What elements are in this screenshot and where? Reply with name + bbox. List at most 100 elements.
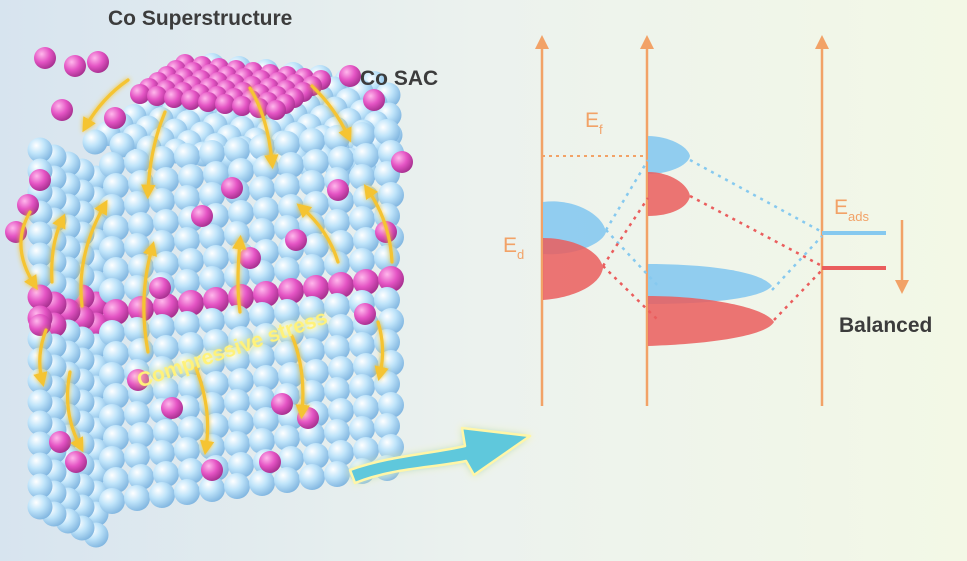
co-sac-label: Co SAC	[360, 67, 438, 90]
stress-arrow	[79, 199, 108, 308]
host-atom	[224, 137, 250, 163]
host-atom	[178, 416, 204, 442]
host-atom	[82, 129, 108, 155]
cobalt-sac-atom	[363, 89, 385, 111]
host-atom	[27, 221, 53, 247]
cobalt-atom	[27, 284, 53, 310]
host-atom	[274, 467, 300, 493]
host-atom	[27, 452, 53, 478]
cobalt-sac-atom	[221, 177, 243, 199]
cobalt-sac-atom	[191, 205, 213, 227]
host-atom	[353, 395, 379, 421]
cobalt-superstructure-atom	[164, 88, 184, 108]
host-atom	[324, 293, 350, 319]
cobalt-sac-atom	[17, 194, 39, 216]
host-atom	[378, 182, 404, 208]
host-atom	[224, 347, 250, 373]
cobalt-sac-atom	[64, 55, 86, 77]
host-atom	[153, 377, 179, 403]
host-atom	[99, 362, 125, 388]
stress-arrow	[296, 203, 340, 264]
stress-arrow	[19, 210, 38, 291]
host-atom	[249, 218, 275, 244]
host-atom	[299, 212, 325, 238]
host-atom	[224, 305, 250, 331]
balanced-label: Balanced	[839, 314, 932, 337]
host-atom	[274, 257, 300, 283]
host-atom	[299, 464, 325, 490]
host-atom	[253, 197, 279, 223]
cobalt-sac-atom	[51, 99, 73, 121]
cobalt-sac-atom	[271, 393, 293, 415]
host-atom	[374, 245, 400, 271]
host-atom	[149, 356, 175, 382]
host-atom	[228, 200, 254, 226]
cobalt-atom	[303, 275, 329, 301]
host-atom	[324, 251, 350, 277]
cobalt-sac-atom	[201, 459, 223, 481]
host-atom	[349, 374, 375, 400]
host-atom	[149, 482, 175, 508]
process-arrow-body	[348, 426, 532, 485]
host-atom	[324, 461, 350, 487]
cobalt-sac-atom	[327, 179, 349, 201]
host-atom	[278, 362, 304, 388]
cobalt-superstructure-atom	[130, 84, 150, 104]
cobalt-superstructure-atom	[266, 100, 286, 120]
adsorbate-red-upper-state	[648, 172, 690, 216]
host-atom	[353, 143, 379, 169]
stress-arrow	[310, 84, 352, 143]
host-atom	[324, 419, 350, 445]
host-atom	[103, 341, 129, 367]
host-atom	[27, 494, 53, 520]
connector-red	[689, 194, 823, 268]
host-atom	[174, 185, 200, 211]
host-atom	[174, 437, 200, 463]
cobalt-superstructure-atom	[198, 92, 218, 112]
host-atom	[103, 257, 129, 283]
cobalt-superstructure-atom	[232, 96, 252, 116]
host-atom	[199, 182, 225, 208]
host-atom	[199, 476, 225, 502]
host-atom	[353, 353, 379, 379]
host-atom	[153, 335, 179, 361]
host-atom	[124, 485, 150, 511]
host-atom	[153, 209, 179, 235]
host-atom	[224, 473, 250, 499]
host-atom	[274, 131, 300, 157]
host-atom	[249, 302, 275, 328]
connector-red	[773, 269, 823, 321]
host-atom	[328, 398, 354, 424]
host-atom	[199, 140, 225, 166]
energy-diagram: Ef Ed Eads Balanced	[503, 35, 932, 406]
host-atom	[299, 380, 325, 406]
host-atom	[203, 371, 229, 397]
host-atom	[353, 227, 379, 253]
host-atom	[274, 425, 300, 451]
host-atom	[349, 206, 375, 232]
host-atom	[128, 464, 154, 490]
cobalt-atom	[128, 296, 154, 322]
host-atom	[324, 377, 350, 403]
host-atom	[153, 167, 179, 193]
cobalt-atom	[178, 290, 204, 316]
cobalt-sac-atom	[161, 397, 183, 419]
cobalt-sac-atom	[104, 107, 126, 129]
host-atom	[274, 173, 300, 199]
stress-arrows	[19, 78, 394, 456]
host-atom	[328, 314, 354, 340]
cobalt-sac-atom	[127, 369, 149, 391]
host-atom	[153, 461, 179, 487]
host-atom	[178, 248, 204, 274]
host-atom	[274, 341, 300, 367]
host-atom	[27, 473, 53, 499]
host-atom	[249, 470, 275, 496]
cobalt-atom	[353, 269, 379, 295]
host-atom	[178, 374, 204, 400]
host-atom	[99, 236, 125, 262]
host-atom	[27, 389, 53, 415]
adsorbate-blue-lower-state	[648, 264, 772, 304]
host-atom	[324, 209, 350, 235]
host-atom	[199, 350, 225, 376]
